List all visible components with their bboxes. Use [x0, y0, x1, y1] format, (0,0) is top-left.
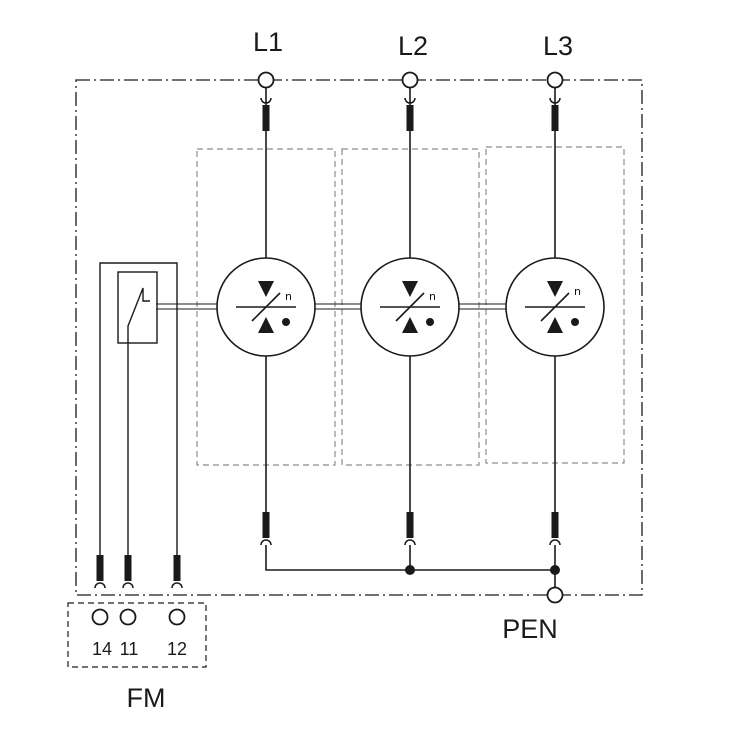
label-fm-14: 14 [92, 639, 112, 659]
terminal-l1 [257, 71, 275, 89]
varistor-module-l1 [216, 257, 316, 357]
fm-terminal-14 [91, 608, 109, 626]
terminal-l2 [401, 71, 419, 89]
plug-bottom-l2 [404, 511, 416, 546]
module-symbol-l2: n [429, 290, 436, 303]
module-symbol-l3: n [574, 285, 581, 298]
label-fm-12: 12 [167, 639, 187, 659]
plug-bottom-l3 [549, 511, 561, 546]
fm-switch [99, 262, 178, 560]
junction-dot [550, 565, 560, 575]
plug-top-l3 [549, 97, 561, 132]
mechanical-coupling [156, 303, 506, 310]
fm-terminal-box [67, 602, 207, 668]
label-pen: PEN [502, 614, 558, 644]
varistor-module-l2 [360, 257, 460, 357]
plug-bottom-l1 [260, 511, 272, 546]
fm-terminal-11 [119, 608, 137, 626]
label-l2: L2 [398, 31, 428, 61]
label-l1: L1 [253, 27, 283, 57]
terminal-pen [546, 586, 564, 604]
plug-top-l2 [404, 97, 416, 132]
fm-plug-11 [122, 554, 134, 589]
terminal-l3 [546, 71, 564, 89]
fm-plug-14 [94, 554, 106, 589]
module-symbol-l1: n [285, 290, 292, 303]
label-l3: L3 [543, 31, 573, 61]
label-fm: FM [127, 683, 166, 713]
varistor-module-l3 [505, 257, 605, 357]
label-fm-11: 11 [120, 639, 139, 659]
fm-terminal-12 [168, 608, 186, 626]
plug-top-l1 [260, 97, 272, 132]
device-enclosure [75, 79, 643, 596]
junction-dot [405, 565, 415, 575]
fm-plug-12 [171, 554, 183, 589]
